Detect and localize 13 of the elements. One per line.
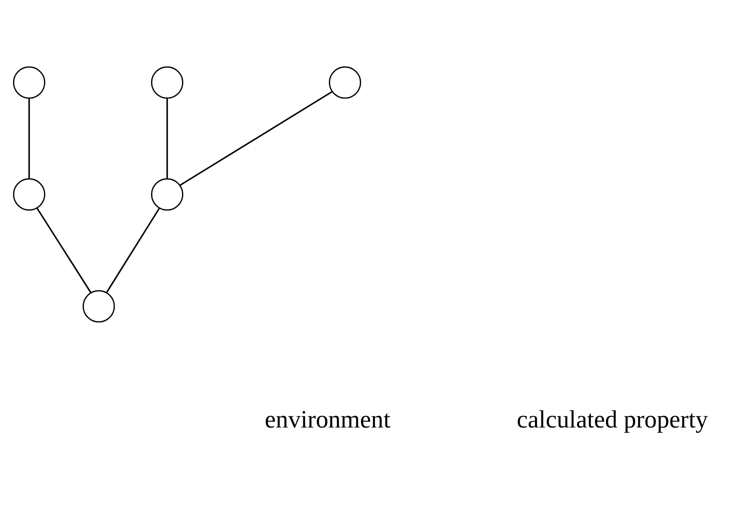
node-circle: [82, 290, 115, 322]
legend-label: environment: [264, 406, 390, 434]
connector: [179, 90, 333, 186]
node-circle: [151, 178, 184, 210]
connector: [166, 98, 168, 178]
node-circle: [12, 178, 46, 210]
connector: [36, 207, 92, 293]
node-circle: [328, 66, 362, 98]
node-circle: [151, 66, 184, 98]
connector: [106, 207, 160, 293]
connector: [28, 98, 30, 178]
legend-label: calculated property: [516, 406, 708, 434]
node-circle: [12, 66, 46, 98]
